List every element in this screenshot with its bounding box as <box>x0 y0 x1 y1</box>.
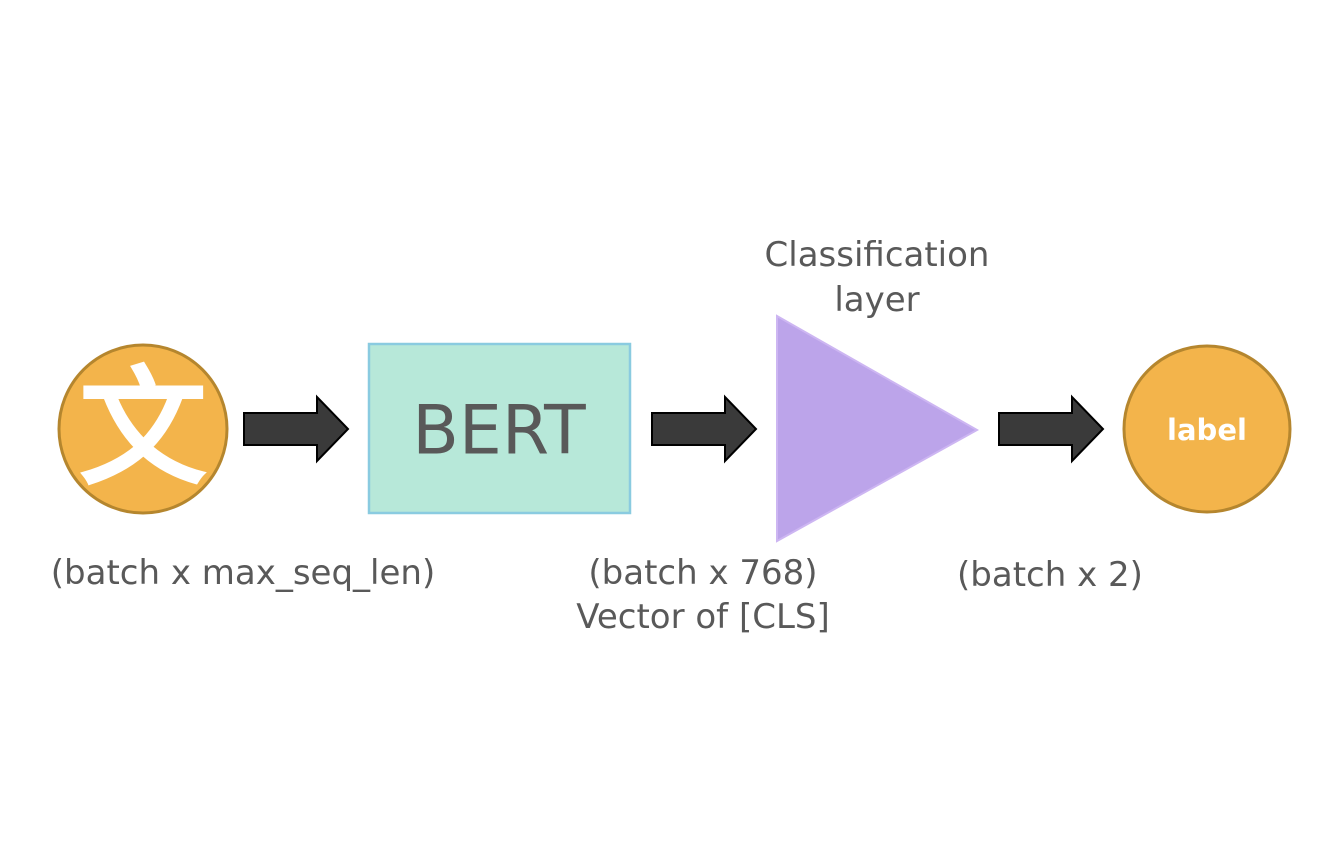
input-node-circle <box>57 343 229 515</box>
bert-label: BERT <box>412 392 586 471</box>
bert-block: BERT <box>367 342 632 515</box>
bert-output-description: Vector of [CLS] <box>576 597 830 637</box>
output-label: label <box>1167 413 1247 447</box>
classification-layer: Classification layer <box>765 235 990 543</box>
bert-output-shape-caption: (batch x 768) <box>588 553 817 593</box>
input-node: 文 <box>57 343 229 515</box>
output-node-circle <box>1122 344 1292 514</box>
classification-title-line1: Classification <box>765 235 990 275</box>
input-shape-caption: (batch x max_seq_len) <box>51 553 435 593</box>
classification-triangle <box>776 314 980 543</box>
classifier-output-shape-caption: (batch x 2) <box>957 555 1143 595</box>
bert-box <box>367 342 632 515</box>
arrow-classifier-to-label <box>998 394 1105 464</box>
output-node: label <box>1122 344 1292 514</box>
arrow-input-to-bert <box>243 394 350 464</box>
arrow-bert-to-classifier <box>651 394 758 464</box>
input-glyph: 文 <box>79 355 207 504</box>
classification-title-line2: layer <box>834 280 919 320</box>
